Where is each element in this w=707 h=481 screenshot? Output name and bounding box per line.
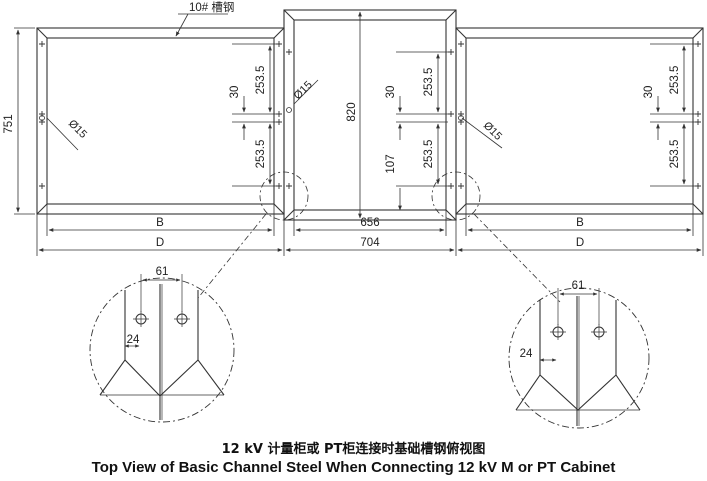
dim-253-5-right-top-label: 253.5 [669, 66, 681, 95]
dim-24-left-label: 24 [127, 334, 140, 346]
hole-phi15-right-label: Ø15 [481, 120, 504, 143]
dim-253-5-middle-top-label: 253.5 [423, 68, 435, 97]
dim-30-middle-label: 30 [385, 86, 397, 99]
dim-B-right-label: B [576, 217, 584, 229]
mounting-holes [39, 41, 701, 189]
dim-656-label: 656 [360, 217, 379, 229]
dim-751-label: 751 [3, 114, 15, 133]
dim-30-left-label: 30 [229, 86, 241, 99]
channel-steel-label: 10# 槽钢 [189, 1, 234, 14]
detail-view-left [89, 274, 235, 423]
dim-61-right-label: 61 [572, 280, 585, 292]
caption-english: Top View of Basic Channel Steel When Con… [91, 459, 616, 476]
dim-253-5-middle-bottom-label: 253.5 [423, 140, 435, 169]
detail-marker-right [431, 171, 481, 221]
dim-B-left-label: B [156, 217, 164, 229]
dim-30-right-label: 30 [643, 86, 655, 99]
hole-phi15-middle-label: Ø15 [292, 79, 315, 102]
caption-chinese: 12 kV 计量柜或 PT柜连接时基础槽钢俯视图 [221, 442, 486, 457]
dim-253-5-left-top-label: 253.5 [255, 66, 267, 95]
dim-820-label: 820 [346, 102, 358, 121]
dim-D-left-label: D [156, 237, 164, 249]
dim-704-label: 704 [360, 237, 380, 249]
dim-D-right-label: D [576, 237, 584, 249]
hole-phi15-left-label: Ø15 [66, 118, 89, 141]
detail-view-right [508, 287, 650, 429]
detail-marker-left [259, 171, 309, 221]
hole-markers [39, 107, 464, 121]
dim-253-5-right-bottom-label: 253.5 [669, 140, 681, 169]
dim-24-right-label: 24 [520, 348, 533, 360]
dim-61-left-label: 61 [156, 266, 169, 278]
dim-107-label: 107 [385, 154, 397, 173]
middle-cabinet-frame [283, 9, 457, 221]
dim-253-5-left-bottom-label: 253.5 [255, 140, 267, 169]
